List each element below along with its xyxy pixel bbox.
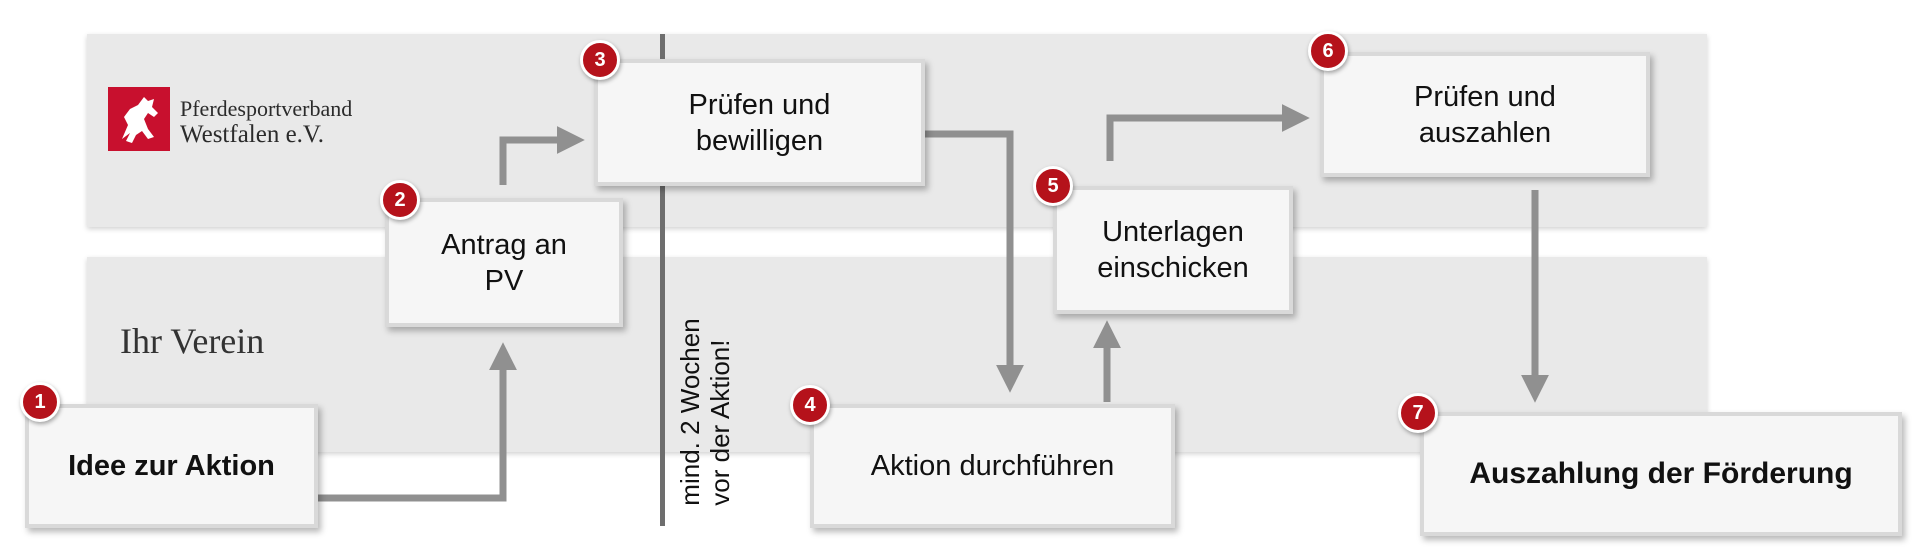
step-label-2: Antrag an PV bbox=[441, 228, 567, 297]
step-label-4: Aktion durchführen bbox=[870, 450, 1115, 482]
arrow-3-to-4 bbox=[925, 130, 1024, 393]
horse-logo-icon bbox=[108, 87, 170, 151]
step-badge-6: 6 bbox=[1308, 31, 1348, 71]
step-box-1: Idee zur Aktion bbox=[25, 404, 318, 528]
step-label-5: Unterlagen einschicken bbox=[1097, 216, 1249, 284]
arrow-2-to-3 bbox=[499, 126, 585, 185]
deadline-line bbox=[660, 34, 665, 526]
step-badge-1: 1 bbox=[20, 382, 60, 422]
step-box-3: Prüfen und bewilligen bbox=[594, 59, 925, 186]
association-name-line2: Westfalen e.V. bbox=[180, 121, 325, 148]
step-label-7: Auszahlung der Förderung bbox=[1469, 457, 1853, 490]
step-label-1: Idee zur Aktion bbox=[68, 450, 275, 482]
step-badge-3: 3 bbox=[580, 40, 620, 80]
step-box-7: Auszahlung der Förderung bbox=[1420, 412, 1902, 536]
step-badge-4: 4 bbox=[790, 385, 830, 425]
step-box-5: Unterlagen einschicken bbox=[1053, 186, 1293, 314]
step-box-4: Aktion durchführen bbox=[810, 404, 1175, 528]
club-lane-label: Ihr Verein bbox=[120, 321, 265, 361]
association-name: Pferdesportverband Westfalen e.V. bbox=[180, 97, 352, 149]
step-label-3: Prüfen und bewilligen bbox=[688, 88, 831, 157]
arrow-1-to-2 bbox=[318, 342, 517, 502]
step-badge-5: 5 bbox=[1033, 166, 1073, 206]
step-label-6: Prüfen und auszahlen bbox=[1414, 80, 1556, 149]
step-badge-2: 2 bbox=[380, 180, 420, 220]
step-box-6: Prüfen und auszahlen bbox=[1320, 52, 1650, 177]
step-badge-7: 7 bbox=[1398, 393, 1438, 433]
arrow-5-to-6 bbox=[1106, 104, 1310, 161]
association-name-line1: Pferdesportverband bbox=[180, 96, 353, 121]
step-box-2: Antrag an PV bbox=[385, 198, 623, 327]
